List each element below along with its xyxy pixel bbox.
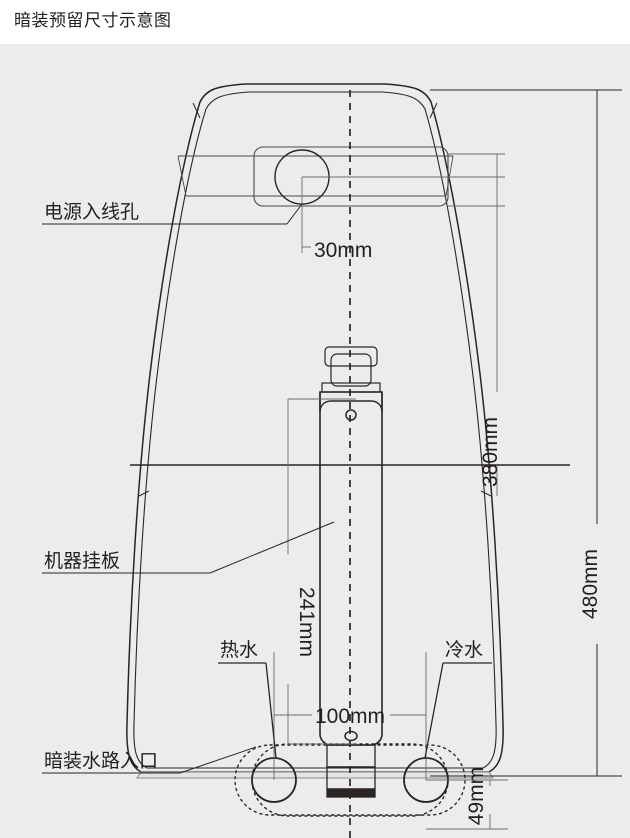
callout-water-inlet-label: 暗装水路入口 bbox=[44, 750, 158, 772]
dimension-100mm bbox=[273, 652, 427, 780]
callout-power-inlet-label: 电源入线孔 bbox=[44, 201, 139, 223]
callout-cold-water bbox=[424, 662, 492, 759]
callout-water-inlet bbox=[42, 746, 257, 774]
page-title: 暗装预留尺寸示意图 bbox=[14, 11, 172, 31]
shell-seam-ticks bbox=[138, 102, 492, 497]
dimension-30mm-label: 30mm bbox=[314, 239, 372, 262]
dimension-241mm-label: 241mm bbox=[295, 587, 318, 657]
faucet-assembly bbox=[319, 346, 383, 798]
callout-hot-water-label: 热水 bbox=[220, 639, 258, 661]
dimension-380mm bbox=[448, 153, 505, 496]
dimension-480mm-label: 480mm bbox=[579, 549, 602, 619]
diagram-canvas: 30mm 480mm 380mm bbox=[0, 44, 630, 838]
dimension-380mm-label: 380mm bbox=[479, 417, 502, 487]
heater-outer-shell bbox=[126, 83, 504, 773]
callout-mounting-plate bbox=[42, 521, 335, 574]
header-bar: 暗装预留尺寸示意图 bbox=[0, 0, 630, 44]
dimension-49mm bbox=[426, 779, 508, 830]
concealed-water-zone bbox=[234, 743, 466, 817]
dimension-480mm bbox=[430, 89, 622, 777]
dimension-100mm-label: 100mm bbox=[315, 705, 385, 728]
top-mount-bracket bbox=[177, 155, 454, 197]
dimension-49mm-label: 49mm bbox=[465, 767, 488, 825]
callout-power-inlet bbox=[42, 203, 303, 225]
callout-mounting-plate-label: 机器挂板 bbox=[44, 550, 120, 572]
heater-base-plate bbox=[136, 771, 494, 779]
faucet-screw-top bbox=[345, 409, 357, 421]
callout-hot-water bbox=[218, 662, 277, 759]
dimension-30mm bbox=[301, 176, 505, 253]
heater-dimension-drawing: 30mm 480mm 380mm bbox=[42, 83, 622, 838]
callout-cold-water-label: 冷水 bbox=[445, 639, 483, 661]
faucet-screw-bottom bbox=[344, 730, 358, 742]
heater-inner-shell bbox=[133, 91, 497, 769]
dimension-241mm bbox=[287, 398, 356, 745]
